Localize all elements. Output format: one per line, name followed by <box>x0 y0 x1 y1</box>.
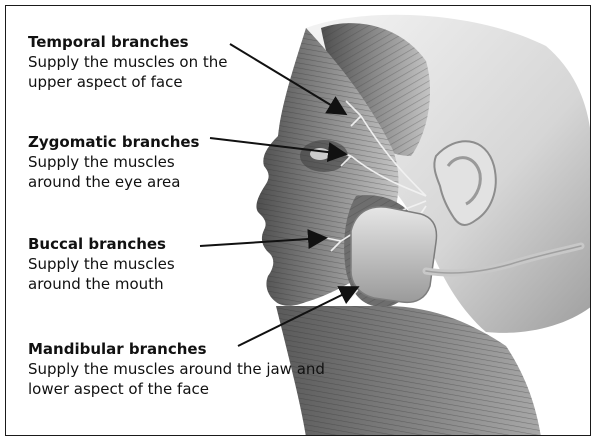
temporal-heading: Temporal branches <box>28 32 273 52</box>
mandibular-description: Supply the muscles around the jaw and lo… <box>28 359 338 399</box>
zygomatic-description: Supply the muscles around the eye area <box>28 152 208 192</box>
mandibular-label: Mandibular branches Supply the muscles a… <box>28 339 338 399</box>
stimulator-device <box>351 207 437 302</box>
buccal-description: Supply the muscles around the mouth <box>28 254 208 294</box>
buccal-label: Buccal branches Supply the muscles aroun… <box>28 234 208 294</box>
zygomatic-heading: Zygomatic branches <box>28 132 208 152</box>
mandibular-heading: Mandibular branches <box>28 339 338 359</box>
diagram-frame: Temporal branches Supply the muscles on … <box>5 5 591 436</box>
zygomatic-label: Zygomatic branches Supply the muscles ar… <box>28 132 208 192</box>
temporal-description: Supply the muscles on the upper aspect o… <box>28 52 273 92</box>
temporal-label: Temporal branches Supply the muscles on … <box>28 32 273 92</box>
buccal-heading: Buccal branches <box>28 234 208 254</box>
